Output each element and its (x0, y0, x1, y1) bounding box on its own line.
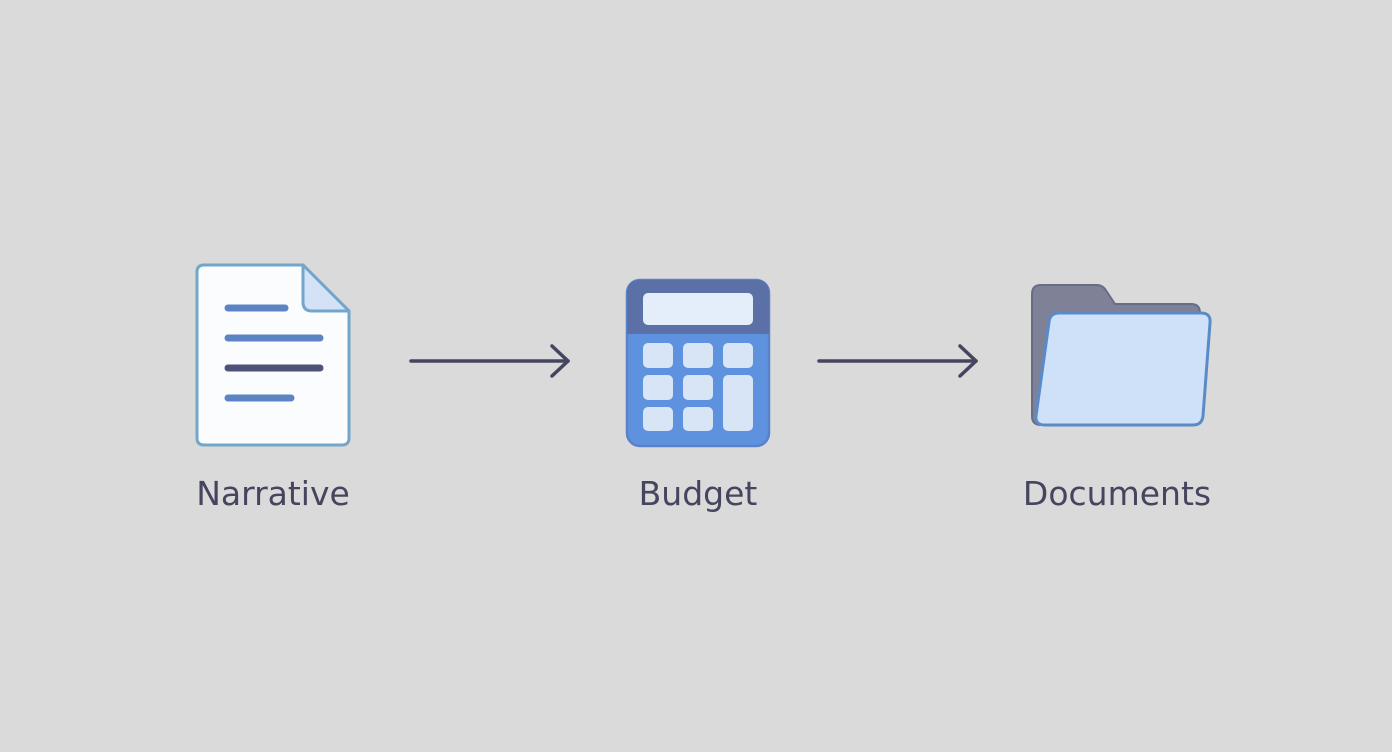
arrow-right-icon (409, 344, 570, 378)
step-label-budget: Budget (638, 474, 758, 513)
document-icon (195, 263, 351, 447)
arrow-right-icon (817, 344, 978, 378)
step-label-documents: Documents (1022, 474, 1212, 513)
calculator-icon (625, 278, 771, 448)
folder-icon (1031, 284, 1212, 427)
step-label-narrative: Narrative (196, 474, 350, 513)
